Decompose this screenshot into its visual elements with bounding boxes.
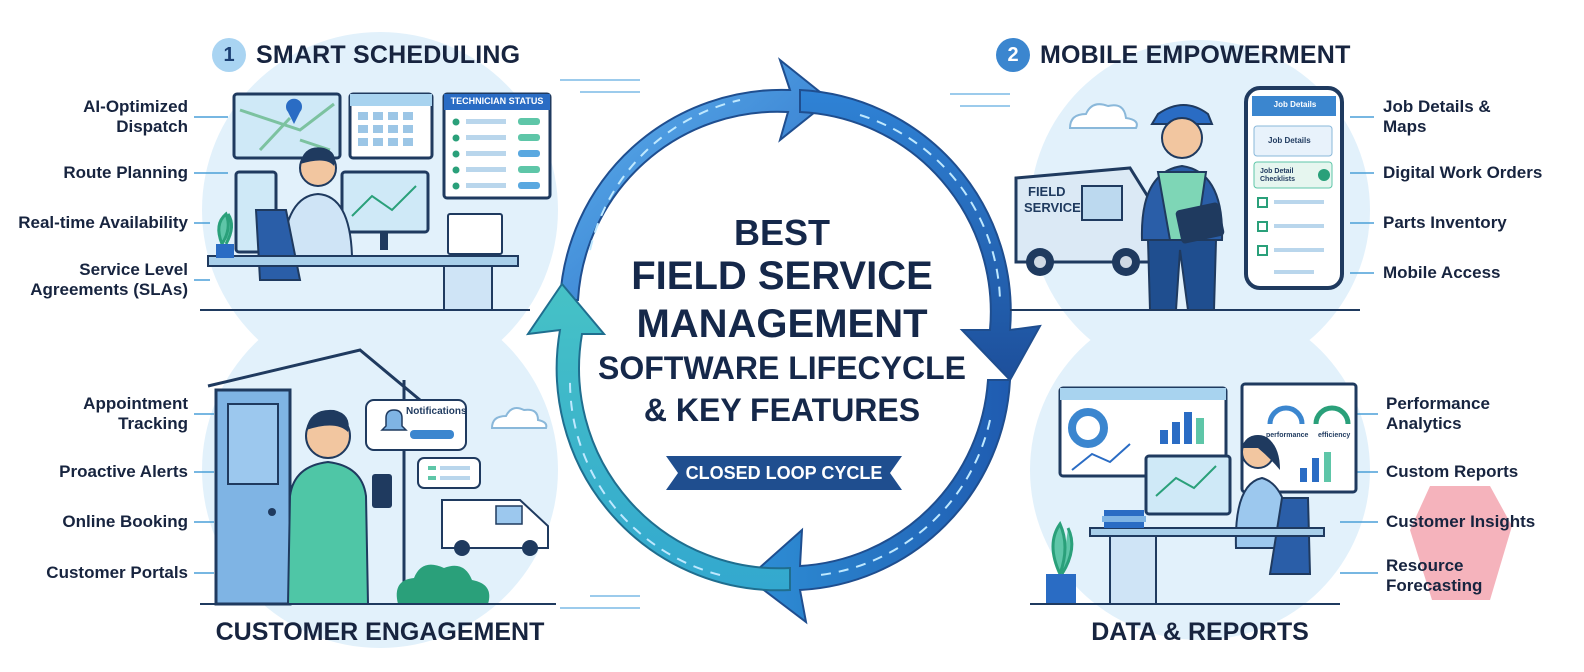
notification-label: Notifications [406, 406, 467, 417]
tablet-icon [1175, 202, 1225, 244]
technician-status-title: TECHNICIAN STATUS [450, 96, 544, 106]
closed-loop-ribbon: CLOSED LOOP CYCLE [685, 463, 883, 483]
cap-icon [1150, 104, 1214, 125]
mobile-scene [1010, 86, 1360, 311]
center-title-line-5: & KEY FEATURES [643, 392, 921, 428]
phone-checklist-label: Job Detail Checklists [1260, 168, 1296, 183]
feature-customer-portals: Customer Portals [46, 563, 188, 582]
feature-job-details: Job Details &Maps [1383, 97, 1491, 136]
map-pin-icon [286, 98, 302, 124]
gauge-icon [1313, 405, 1351, 425]
ring-arrow-bottom [746, 379, 1012, 625]
watermark-logo [1410, 486, 1512, 600]
gauge-icon [1267, 405, 1305, 425]
ribbon-shape [666, 456, 902, 490]
center-title-line-4: SOFTWARE LIFECYCLE [598, 350, 966, 386]
feature-customer-insights: Customer Insights [1386, 512, 1536, 531]
lifecycle-ring [525, 57, 1042, 625]
feature-digital-work-orders: Digital Work Orders [1383, 163, 1543, 182]
feature-route-planning: Route Planning [63, 163, 188, 182]
ring-arrow-left [525, 282, 791, 592]
scheduling-title: SMART SCHEDULING [256, 40, 521, 69]
van-label-field: FIELD [1028, 184, 1066, 199]
engagement-scene [200, 348, 556, 606]
mobile-header: 2 MOBILE EMPOWERMENT [996, 38, 1351, 72]
bell-icon [380, 409, 408, 431]
scheduling-scene [200, 92, 552, 311]
mobile-title: MOBILE EMPOWERMENT [1040, 40, 1351, 69]
center-title-line-1: BEST [733, 212, 830, 253]
phone-card-label: Job Details [1268, 136, 1311, 145]
feature-online-booking: Online Booking [62, 512, 188, 531]
feature-mobile-access: Mobile Access [1383, 263, 1501, 282]
donut-chart-icon [1068, 408, 1108, 448]
gauge-label-performance: performance [1266, 432, 1309, 439]
smartphone-icon [372, 474, 392, 508]
connector-lines [194, 116, 1378, 574]
speed-lines [560, 79, 1010, 609]
scheduling-header: 1 SMART SCHEDULING [212, 38, 520, 72]
engagement-title: CUSTOMER ENGAGEMENT [215, 618, 545, 646]
section-number-badge: 1 [212, 38, 246, 72]
center-title-line-3: MANAGEMENT [636, 302, 928, 346]
feature-custom-reports: Custom Reports [1386, 462, 1519, 481]
van-label-service: SERVICE [1024, 200, 1081, 215]
feature-parts-inventory: Parts Inventory [1383, 213, 1507, 232]
feature-realtime-availability: Real-time Availability [18, 213, 188, 232]
center-title-line-2: FIELD SERVICE [631, 254, 933, 298]
section-number-badge: 2 [996, 38, 1030, 72]
feature-proactive-alerts: Proactive Alerts [59, 462, 188, 481]
gauge-label-efficiency: efficiency [1318, 432, 1351, 439]
phone-header-label: Job Details [1273, 100, 1317, 109]
reports-title: DATA & REPORTS [1091, 618, 1309, 646]
reports-scene [1030, 382, 1512, 605]
